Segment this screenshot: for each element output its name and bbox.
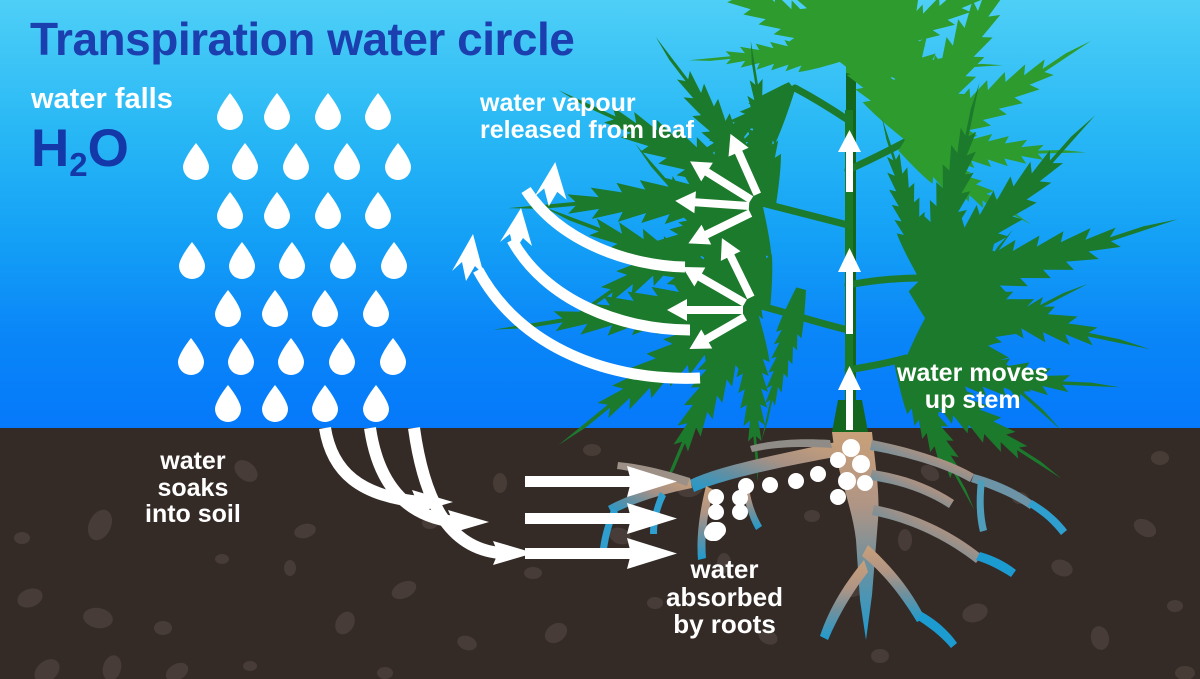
root-dot (732, 490, 748, 506)
leaf-arrow-icon (689, 313, 747, 349)
leaf-arrow-set-upper-left (675, 133, 761, 245)
root-dot (830, 489, 846, 505)
stem-arrow-icon (838, 130, 861, 192)
root-dot (732, 504, 748, 520)
label-water-absorbed-line3: by roots (673, 609, 776, 640)
leaf-arrow-icon (682, 267, 747, 307)
label-water-moves-line2: up stem (924, 385, 1021, 414)
curved-up-arrow-icon (534, 161, 567, 207)
page-title: Transpiration water circle (30, 13, 575, 65)
root-dot (705, 523, 721, 539)
label-water-soaks-into-soil: water soaks into soil (145, 448, 241, 528)
root-dot (788, 473, 804, 489)
right-arrow-icon (448, 510, 489, 534)
root-dot (810, 466, 826, 482)
label-water-moves-line1: water moves (897, 359, 1049, 387)
label-water-absorbed-by-roots: water absorbed by roots (666, 554, 784, 640)
label-water-vapour: water vapour released from leaf (480, 90, 694, 143)
right-arrow-icon (412, 490, 453, 514)
h2o-h: H (31, 119, 70, 178)
soil-straight-arrows (525, 466, 677, 569)
label-water-vapour-line2: released from leaf (480, 115, 694, 144)
label-water-absorbed-line2: absorbed (666, 581, 784, 612)
label-water-falls: water falls (31, 83, 173, 115)
h2o-o: O (87, 119, 129, 178)
stem-arrows (838, 130, 861, 430)
right-arrow-icon (525, 538, 677, 569)
leaf-arrow-icon (720, 238, 755, 300)
root-dot (708, 504, 724, 520)
label-water-soaks-line3: into soil (145, 500, 241, 528)
soil-curved-arrow-path (408, 427, 501, 559)
root-dot (852, 455, 870, 473)
root-dot (830, 452, 846, 468)
root-dot (857, 475, 873, 491)
label-water-moves-up-stem: water moves up stem (897, 360, 1048, 413)
vapour-arrows (473, 186, 701, 384)
root-dot (842, 439, 860, 457)
right-arrow-icon (525, 503, 677, 534)
leaf-arrows (667, 133, 761, 349)
leaf-arrow-icon (675, 191, 750, 214)
leaf-arrow-set-lower-left (667, 238, 755, 349)
label-water-vapour-line1: water vapour (480, 89, 636, 117)
vapour-arrow-path (521, 186, 686, 273)
curved-up-arrow-icon (500, 208, 532, 252)
curved-up-arrow-icon (452, 234, 484, 281)
root-water-dots (704, 439, 873, 541)
root-dot (738, 478, 754, 494)
leaf-arrow-icon (688, 209, 753, 245)
soil-curved-arrows (319, 426, 501, 559)
vapour-arrow-heads (452, 161, 567, 281)
right-arrow-icon (493, 541, 534, 565)
label-water-absorbed-line1: water (690, 554, 759, 584)
label-h2o: H2O (31, 122, 129, 181)
stem-arrow-icon (838, 248, 861, 334)
h2o-subscript: 2 (69, 145, 88, 183)
stem-arrow-icon (838, 366, 861, 430)
leaf-arrow-icon (690, 161, 754, 203)
vapour-arrow-path (473, 267, 701, 384)
soil-curved-arrow-heads (412, 490, 534, 565)
vapour-arrow-path (507, 237, 691, 336)
soil-texture (14, 444, 1195, 679)
root-dot (762, 477, 778, 493)
root-dot (708, 489, 724, 505)
label-water-soaks-line1: water (160, 447, 226, 475)
right-arrow-icon (525, 466, 677, 497)
label-water-soaks-line2: soaks (157, 473, 229, 502)
leaf-arrow-icon (728, 133, 761, 196)
leaf-arrow-icon (667, 299, 743, 321)
root-dot (838, 472, 856, 490)
